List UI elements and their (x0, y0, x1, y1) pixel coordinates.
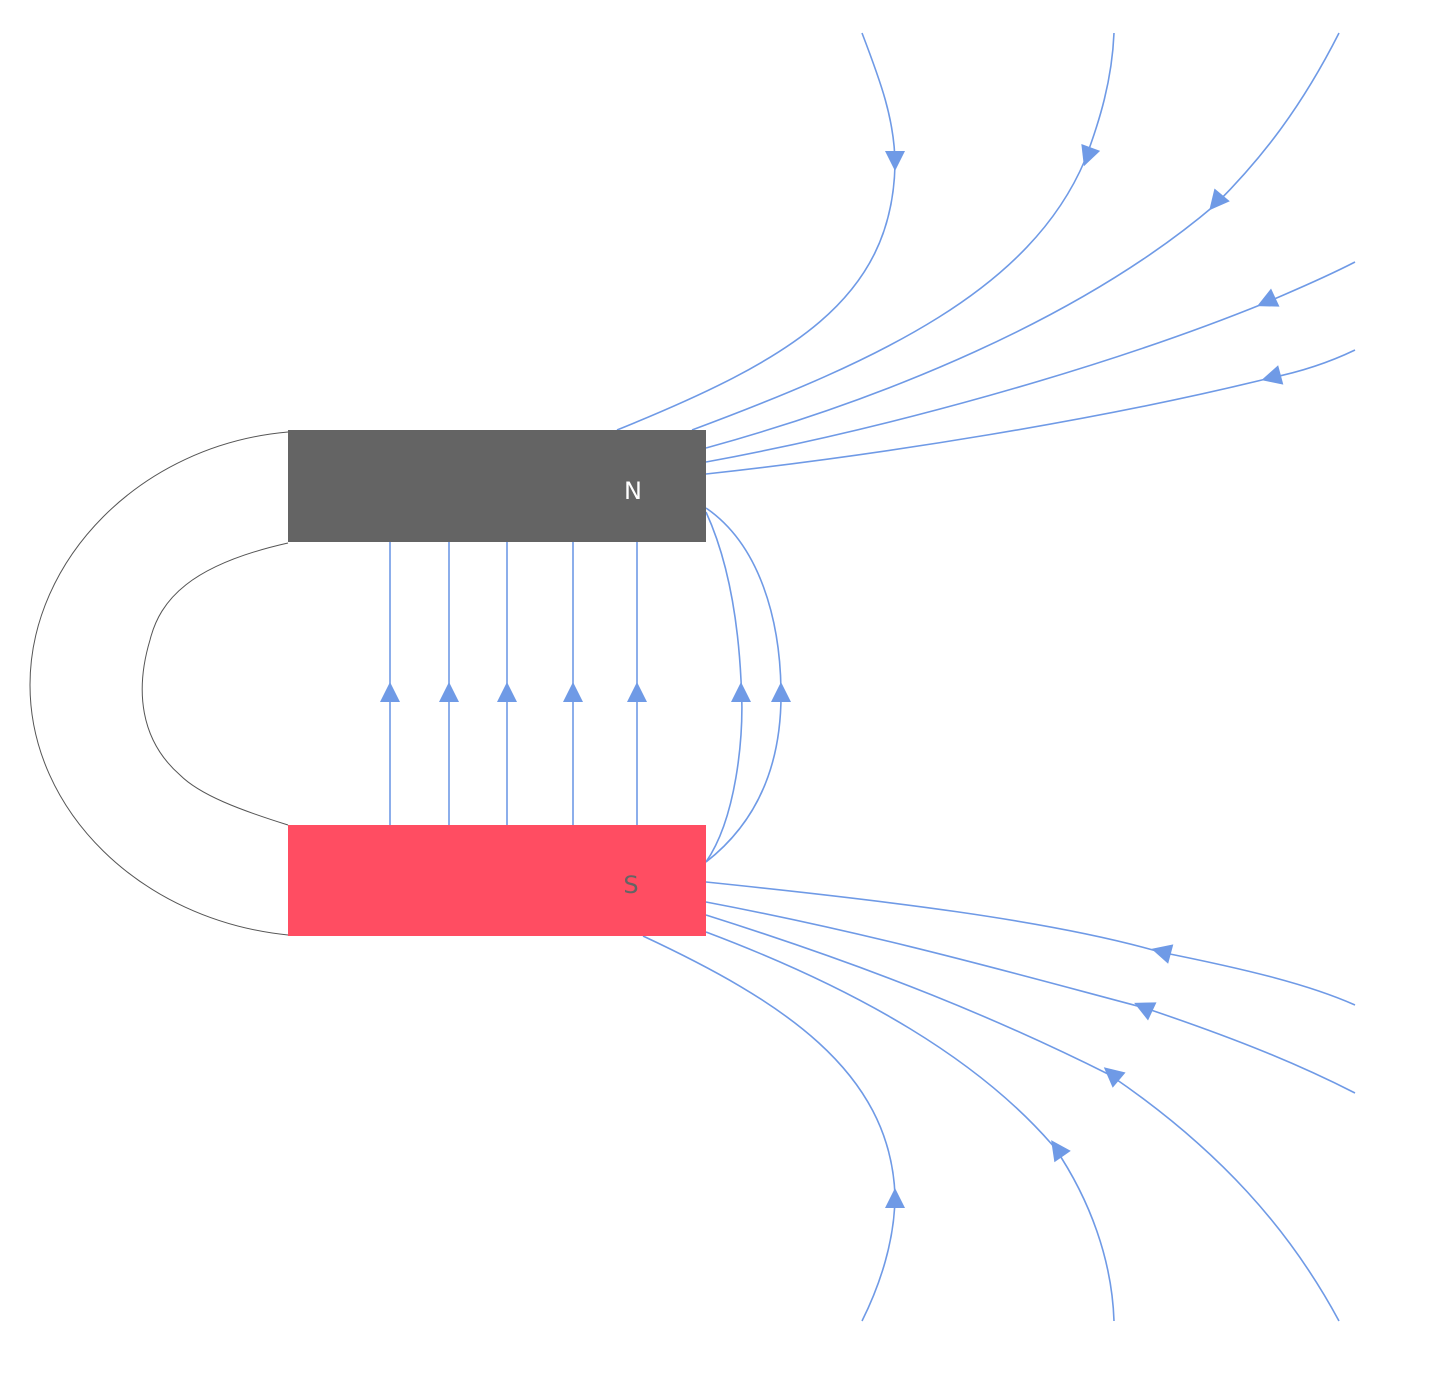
field-arrow-up (771, 682, 791, 702)
field-arrow-up (885, 1188, 905, 1208)
field-arrow-down (885, 151, 905, 171)
field-line-upper (616, 32, 896, 431)
south-pole (288, 825, 706, 936)
field-arrow-up (497, 682, 517, 702)
field-arrow-left (1257, 288, 1280, 307)
field-arrow-left (1103, 1067, 1126, 1088)
field-line-lower (642, 935, 896, 1322)
field-arrow-up (380, 682, 400, 702)
field-arrow-up (439, 682, 459, 702)
field-arrow-left (1134, 1002, 1157, 1021)
horseshoe-inner-arc (141, 542, 289, 826)
field-arrow-up (1051, 1140, 1071, 1163)
north-pole-label: N (624, 477, 642, 505)
field-line-upper (705, 349, 1356, 475)
field-lines-group (380, 32, 1356, 1322)
field-line-lower (705, 931, 1115, 1322)
field-line-upper (705, 32, 1340, 449)
field-line-lower (705, 881, 1356, 1006)
field-line-side (705, 511, 743, 863)
field-arrow-left (1151, 944, 1174, 964)
field-arrow-up (627, 682, 647, 702)
field-arrow-down (1209, 188, 1230, 211)
field-line-side (705, 507, 782, 863)
horseshoe-outer-arc (29, 431, 289, 936)
field-line-upper (691, 32, 1115, 431)
field-line-upper (705, 261, 1356, 463)
field-arrow-up (563, 682, 583, 702)
field-line-lower (705, 901, 1356, 1094)
field-arrow-up (731, 682, 751, 702)
field-arrow-down (1081, 144, 1101, 167)
south-pole-label: S (623, 871, 638, 899)
field-arrow-left (1261, 365, 1284, 385)
north-pole (288, 430, 706, 542)
